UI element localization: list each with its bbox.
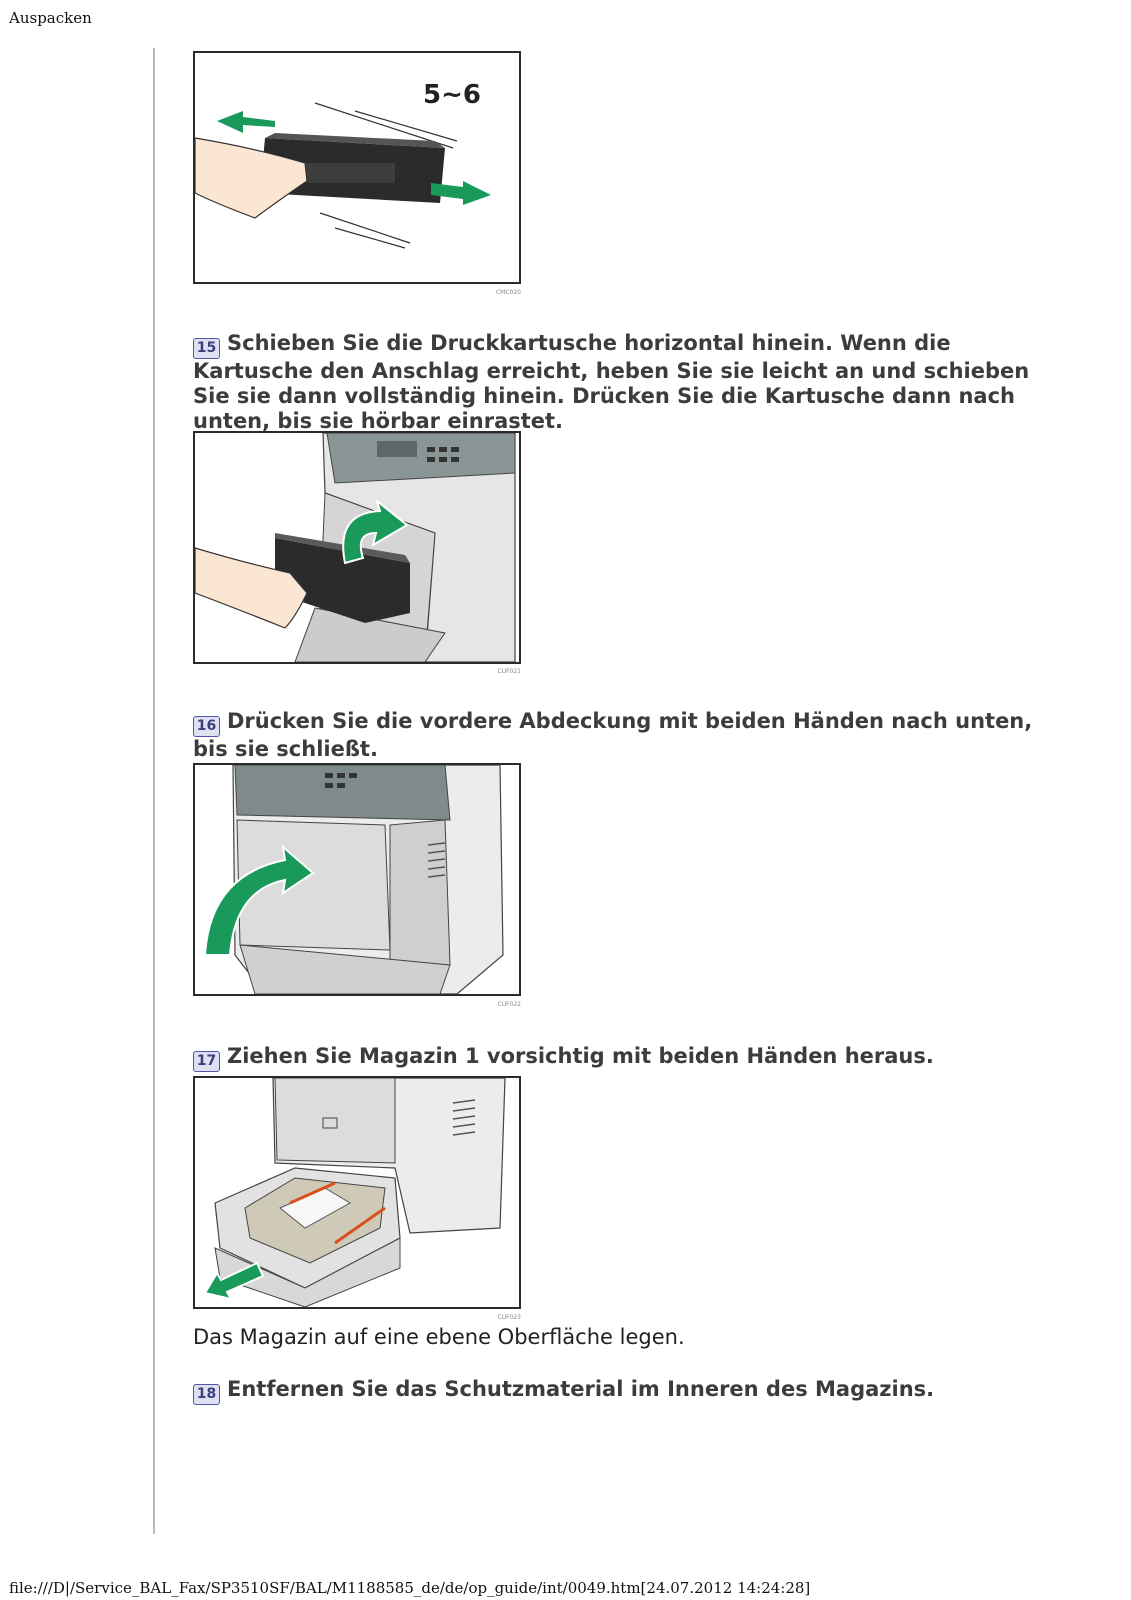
step-number-badge: 16 <box>193 716 220 737</box>
illustration-insert-cartridge <box>193 431 521 664</box>
figure-code: CMC020 <box>495 289 521 296</box>
step-number-badge: 15 <box>193 338 220 359</box>
step-18: 18 Entfernen Sie das Schutzmaterial im In… <box>193 1377 1063 1405</box>
left-vertical-rule <box>153 48 155 1534</box>
illustration-cartridge-shake: 5~6 <box>193 51 521 284</box>
step-text: Ziehen Sie Magazin 1 vorsichtig mit beid… <box>227 1044 934 1068</box>
illustration-pull-tray <box>193 1076 521 1309</box>
page-header-title: Auspacken <box>9 9 92 27</box>
illustration-close-cover <box>193 763 521 996</box>
figure-code: CUF022 <box>497 1001 521 1008</box>
figure-code: CUF021 <box>497 668 521 675</box>
footer-file-path: file:///D|/Service_BAL_Fax/SP3510SF/BAL/… <box>9 1579 811 1597</box>
figure-code: CUF023 <box>497 1314 521 1321</box>
step-text: Entfernen Sie das Schutzmaterial im Inne… <box>227 1377 935 1401</box>
step-text: Drücken Sie die vordere Abdeckung mit be… <box>193 709 1033 761</box>
step-number-badge: 17 <box>193 1051 220 1072</box>
figure-step-count-label: 5~6 <box>423 80 481 110</box>
step-17: 17 Ziehen Sie Magazin 1 vorsichtig mit be… <box>193 1044 1063 1072</box>
step-number-badge: 18 <box>193 1384 220 1405</box>
note-text: Das Magazin auf eine ebene Oberfläche le… <box>193 1325 685 1349</box>
step-text: Schieben Sie die Druckkartusche horizont… <box>193 331 1030 433</box>
